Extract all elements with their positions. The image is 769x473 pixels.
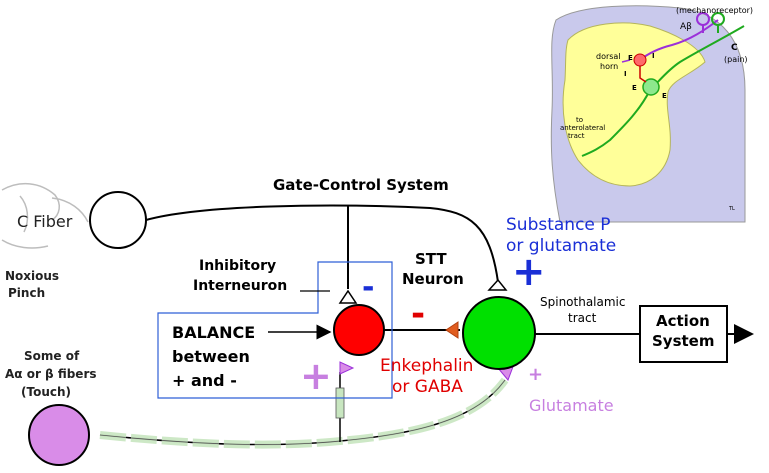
action-label-1: Action — [656, 312, 710, 330]
plus-sign-violet-small: + — [528, 364, 544, 385]
inset-e-left: E — [632, 84, 637, 92]
noxious-label: Noxious — [5, 269, 60, 283]
touch-label-2: Aα or β fibers — [5, 367, 97, 381]
inset-tract-word: tract — [568, 132, 585, 140]
touch-label-1: Some of — [24, 349, 80, 363]
touch-branch-myelin — [335, 387, 345, 419]
inset-i-top: I — [652, 52, 655, 60]
inset-stt-neuron — [642, 78, 660, 96]
balance-label-3: + and - — [172, 371, 237, 390]
balance-label-1: BALANCE — [172, 323, 256, 342]
diagram-title: Gate-Control System — [273, 176, 449, 194]
inhibitory-interneuron — [333, 304, 385, 356]
inset-abeta-label: Aβ — [680, 22, 692, 32]
touch-neuron — [28, 404, 90, 466]
inset-c-fiber — [653, 25, 745, 87]
c-fiber-synapse-stt — [487, 278, 508, 291]
inset-initials: TL — [729, 206, 735, 212]
inset-horn-label: horn — [600, 62, 619, 71]
pinch-label: Pinch — [8, 286, 46, 300]
inhibitory-label-1: Inhibitory — [199, 258, 277, 274]
inset-c-label: C — [731, 43, 738, 53]
pinch-hand-sketch — [1, 183, 89, 249]
inset-e-top: E — [628, 54, 633, 62]
inset-dorsal-label: dorsal — [596, 52, 621, 61]
stt-neuron — [462, 296, 536, 370]
spinothalamic-label-1: Spinothalamic — [540, 295, 626, 309]
touch-synapse-interneuron — [339, 361, 355, 375]
substance-p-label-2: or glutamate — [506, 236, 617, 256]
inset-tract-to: to — [576, 116, 584, 124]
balance-label-2: between — [172, 347, 250, 366]
inset-pain-label: (pain) — [724, 55, 748, 64]
touch-label-3: (Touch) — [21, 385, 72, 399]
inset-abeta-fiber — [639, 19, 719, 61]
inhibitory-label-2: Interneuron — [193, 278, 288, 294]
enkephalin-label-1: Enkephalin — [380, 356, 474, 376]
inset-inhibitory-neuron — [633, 53, 647, 67]
c-fiber-neuron — [89, 191, 147, 249]
interneuron-synapse — [445, 321, 459, 339]
glutamate-label: Glutamate — [529, 396, 614, 415]
inset-e-right: E — [662, 92, 667, 100]
minus-sign-red: - — [411, 294, 426, 334]
action-system-box — [639, 305, 728, 363]
inset-tract-anterolateral: anterolateral — [560, 124, 606, 132]
inset-i-mid: I — [624, 70, 627, 78]
inset-tract-fiber — [581, 89, 651, 157]
stt-label-1: STT — [415, 250, 447, 268]
c-fiber-label: C Fiber — [17, 212, 73, 231]
plus-sign-blue: + — [512, 249, 546, 295]
inset-gray-matter — [562, 22, 706, 187]
stt-label-2: Neuron — [402, 270, 464, 288]
action-label-2: System — [652, 332, 715, 350]
inset-mechanoreceptor-label: (mechanoreceptor) — [676, 6, 754, 15]
c-fiber-axon — [145, 204, 499, 283]
substance-p-label-1: Substance P — [506, 215, 611, 235]
c-fiber-synapse-inhibitory — [338, 289, 358, 304]
plus-sign-violet-big: + — [300, 354, 332, 398]
enkephalin-label-2: or GABA — [392, 377, 463, 397]
balance-box — [157, 261, 393, 399]
minus-sign-blue: - — [362, 270, 375, 305]
spinal-cord-inset — [550, 5, 746, 223]
spinothalamic-label-2: tract — [568, 311, 597, 325]
